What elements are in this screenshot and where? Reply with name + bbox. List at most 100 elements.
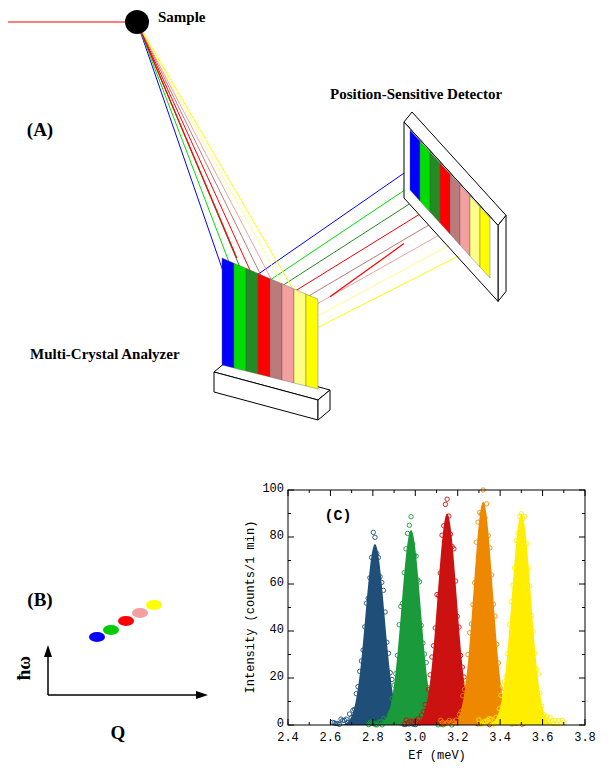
data-point <box>397 623 401 627</box>
data-point <box>445 497 449 501</box>
data-point <box>438 571 442 575</box>
data-point <box>430 655 434 659</box>
tick <box>288 607 291 608</box>
data-point <box>390 696 394 700</box>
tick-label: 3.4 <box>489 732 511 745</box>
analyzer-box: Multi-Crystal Analyzer <box>212 258 330 420</box>
analyzer-base <box>318 390 330 420</box>
data-point <box>529 613 533 617</box>
node-shape <box>125 10 149 34</box>
sample <box>125 10 149 34</box>
data-point <box>531 629 535 633</box>
tick <box>351 490 352 493</box>
data-point <box>516 531 520 535</box>
data-point <box>428 673 432 677</box>
data-point <box>494 715 498 719</box>
tick <box>582 560 585 561</box>
data-point <box>506 652 510 656</box>
data-point <box>380 580 384 584</box>
data-point <box>562 720 566 724</box>
tick <box>579 584 585 585</box>
tick <box>500 719 501 725</box>
tick <box>579 725 585 726</box>
data-point <box>371 530 375 534</box>
data-point <box>528 584 532 588</box>
tick-label: 20 <box>270 671 284 684</box>
data-point <box>337 722 341 726</box>
panel-label: (C) <box>324 509 351 526</box>
data-point <box>392 683 396 687</box>
data-point <box>452 547 456 551</box>
data-point <box>448 532 452 536</box>
analyzer-crystal <box>306 294 318 389</box>
tick-label: 2.8 <box>362 732 384 745</box>
data-point <box>488 546 492 550</box>
data-point <box>364 601 368 605</box>
data-point <box>469 622 473 626</box>
data-point <box>426 687 430 691</box>
detector-strip <box>480 207 490 278</box>
data-point <box>540 704 544 708</box>
data-point <box>483 515 487 519</box>
detector-strip <box>450 174 460 245</box>
data-point <box>499 693 503 697</box>
data-point <box>504 674 508 678</box>
tick-label: 60 <box>270 577 284 590</box>
sample-circle: Sample <box>125 10 149 34</box>
arrowhead <box>44 645 52 657</box>
ray <box>137 22 300 317</box>
axis-label: Ef (meV) <box>408 750 466 763</box>
data-point <box>414 554 418 558</box>
tick-label: 3.2 <box>447 732 469 745</box>
data-point <box>425 708 429 712</box>
tick <box>309 490 310 493</box>
data-point <box>523 514 527 518</box>
axis <box>47 655 49 695</box>
data-point <box>404 547 408 551</box>
analyzer-crystal <box>258 273 270 377</box>
tick <box>478 722 479 725</box>
tick <box>585 719 586 725</box>
detector-strip <box>460 185 470 256</box>
tick <box>415 490 416 496</box>
beam-connector <box>142 34 237 258</box>
data-point <box>495 642 499 646</box>
data-point <box>394 672 398 676</box>
data-point <box>486 533 490 537</box>
data-point <box>385 640 389 644</box>
analyzer-crystal <box>294 289 306 386</box>
data-point <box>405 531 409 535</box>
tick <box>582 654 585 655</box>
data-point <box>383 610 387 614</box>
node-shape <box>212 258 330 420</box>
dispersion-sketch <box>44 600 208 699</box>
data-point <box>511 583 515 587</box>
tick <box>579 537 585 538</box>
beam-connector <box>330 244 404 297</box>
tick <box>288 701 291 702</box>
data-point <box>417 580 421 584</box>
tick <box>436 490 437 493</box>
data-point <box>402 570 406 574</box>
scattered-rays <box>137 22 485 328</box>
data-point <box>460 665 464 669</box>
tick <box>288 537 294 538</box>
tick <box>351 722 352 725</box>
ray <box>137 22 288 311</box>
tick <box>436 722 437 725</box>
tick <box>372 490 373 496</box>
resolution-spot <box>103 625 119 635</box>
data-point <box>363 625 367 629</box>
ray <box>137 22 252 296</box>
ray <box>137 22 276 306</box>
tick <box>288 654 291 655</box>
data-point <box>409 515 413 519</box>
tick <box>457 719 458 725</box>
data-point <box>442 524 446 528</box>
peak-area <box>479 514 564 726</box>
data-point <box>416 716 420 720</box>
data-point <box>472 581 476 585</box>
data-point <box>507 622 511 626</box>
tick-label: 40 <box>270 624 284 637</box>
data-point <box>455 614 459 618</box>
